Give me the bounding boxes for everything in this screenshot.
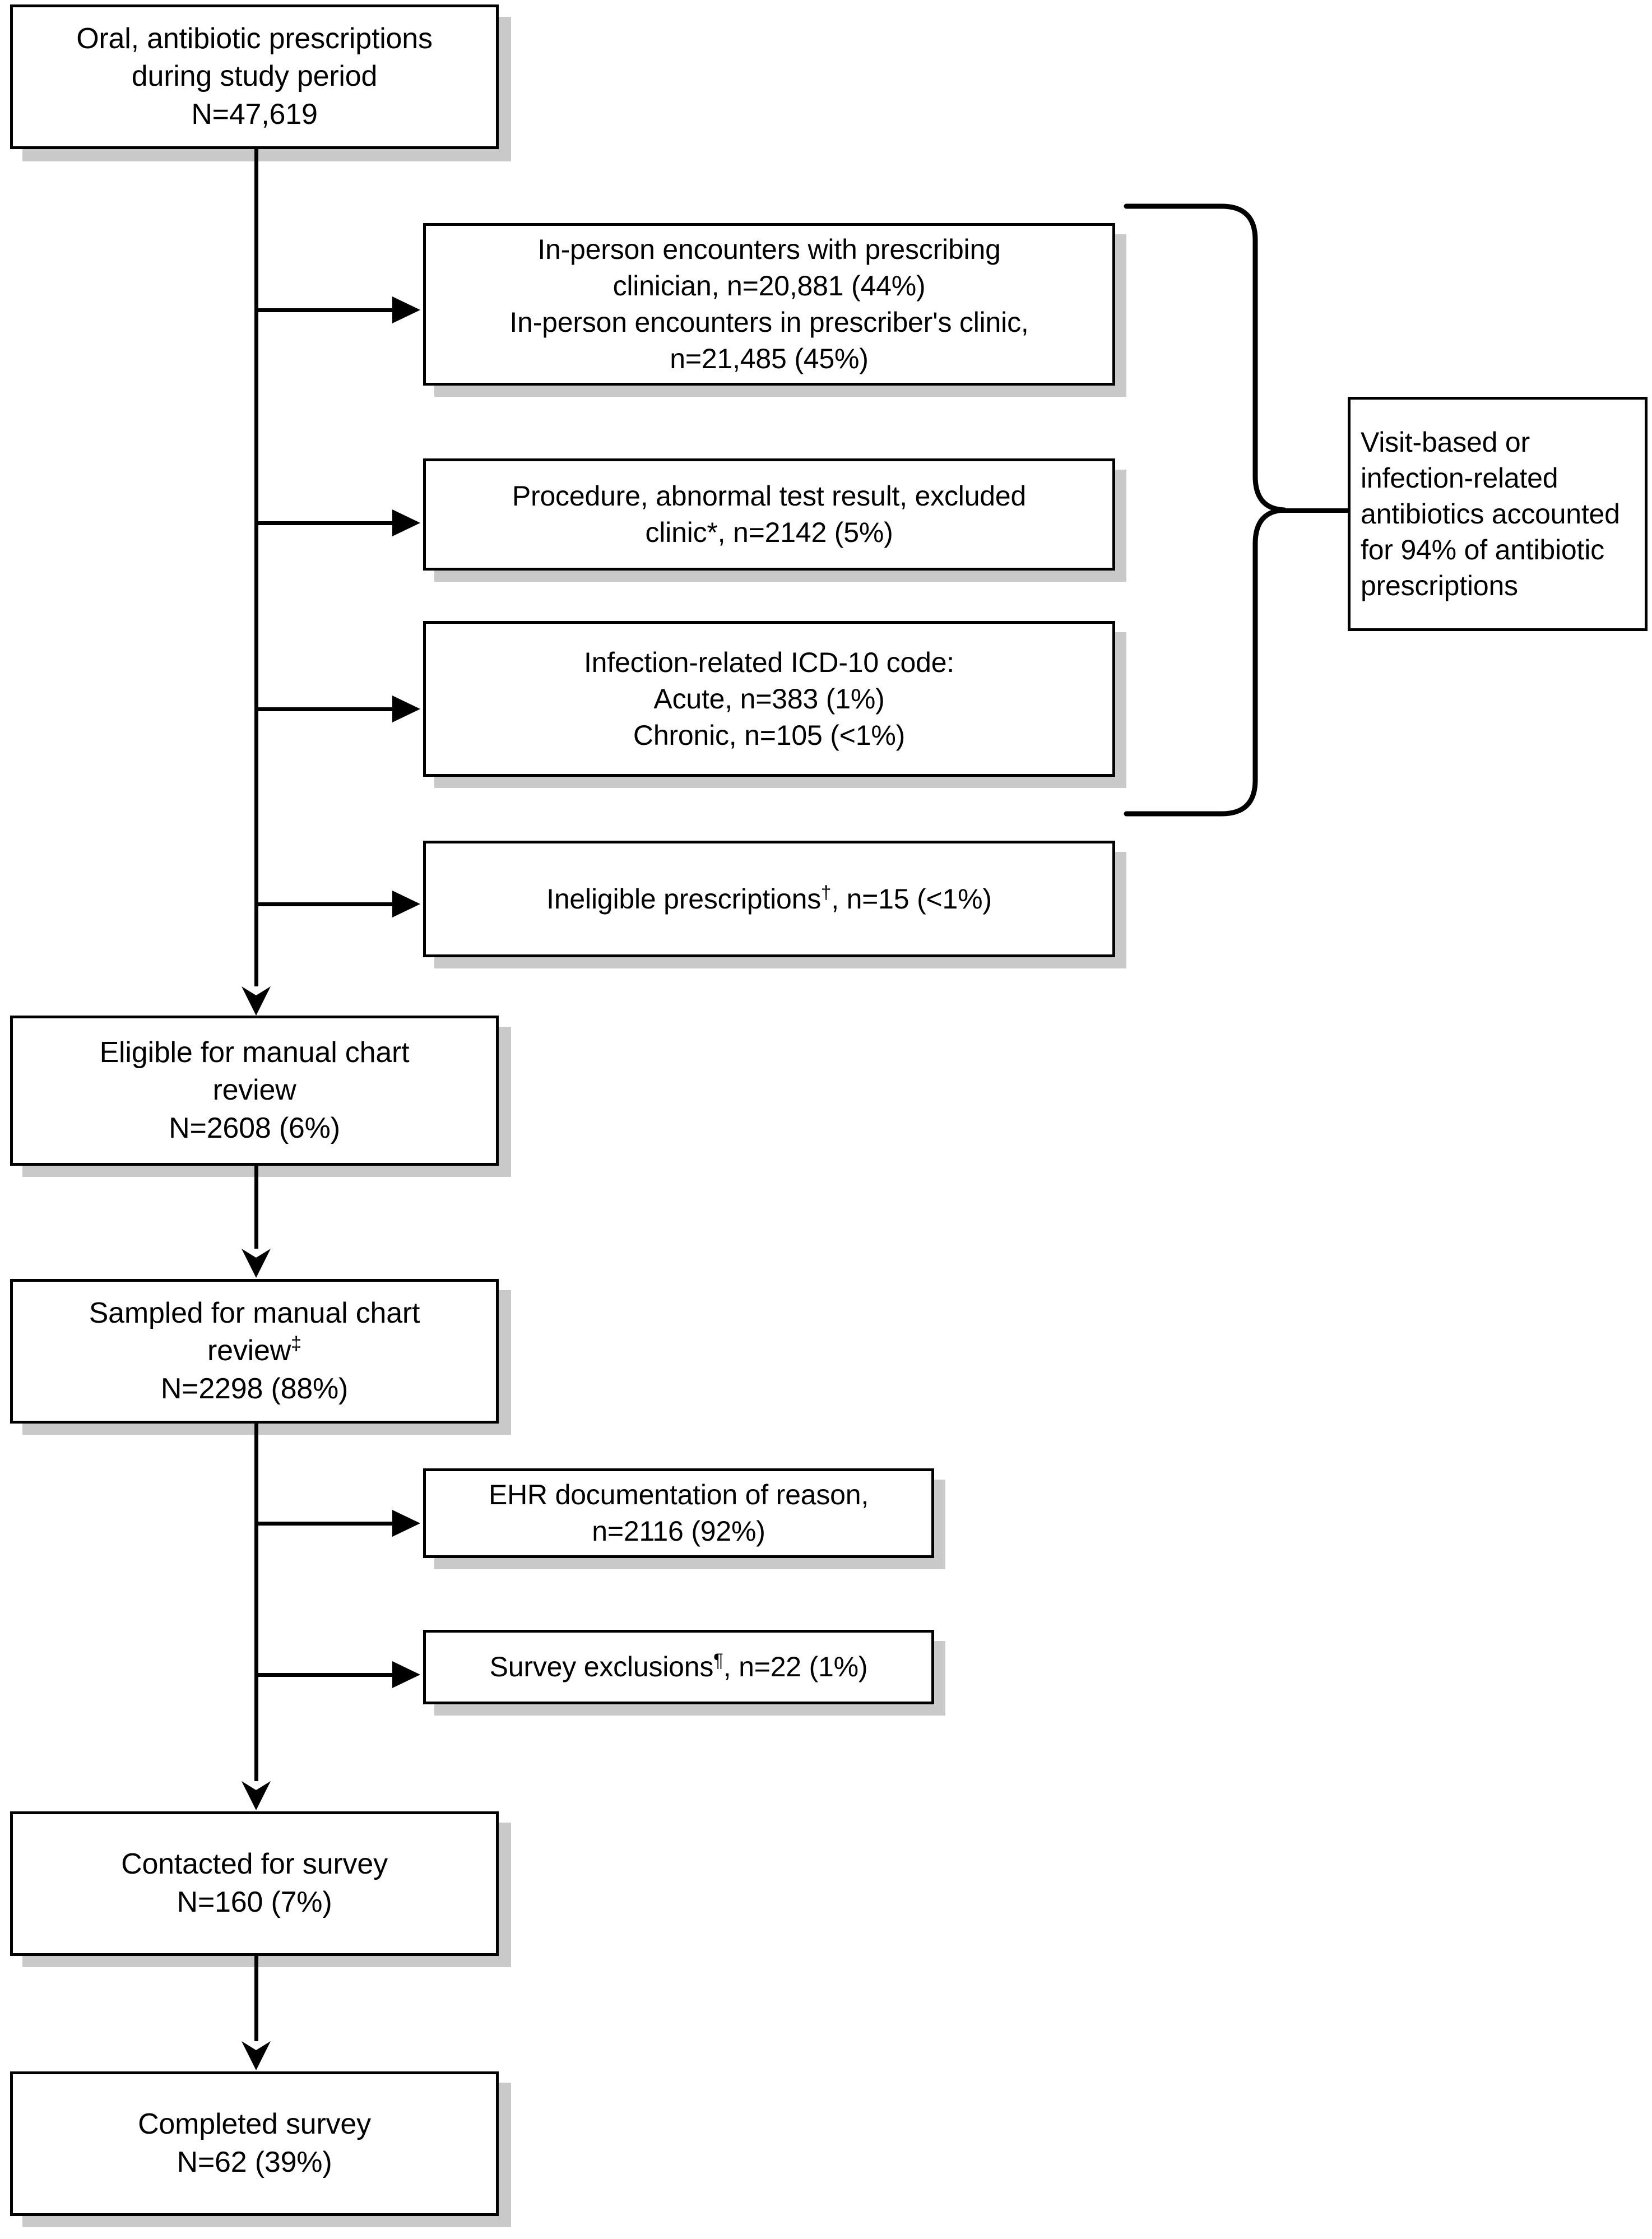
exclusion-2-line-2: clinic*, n=2142 (5%) (645, 517, 893, 548)
annotation-line-2: infection-related (1361, 462, 1558, 494)
branch-line-exclusion-4 (254, 902, 395, 906)
exclusion-1-line-2: clinician, n=20,881 (44%) (612, 270, 926, 302)
arrowhead-exclusion-6 (392, 1661, 420, 1688)
exclusion-2-line-1: Procedure, abnormal test result, exclude… (512, 480, 1027, 512)
spine-eligible-to-sampled (254, 1166, 258, 1253)
sampled-footnote-marker: ‡ (291, 1333, 301, 1355)
eligible-line-3: N=2608 (6%) (169, 1111, 340, 1144)
exclusion-4-count: , n=15 (<1%) (831, 883, 992, 915)
node-source: Oral, antibiotic prescriptions during st… (10, 4, 499, 149)
contacted-line-1: Contacted for survey (121, 1848, 388, 1881)
source-line-3: N=47,619 (191, 98, 318, 131)
arrowhead-exclusion-5 (392, 1510, 420, 1537)
exclusion-6-footnote-marker: ¶ (713, 1649, 723, 1671)
sampled-line-1: Sampled for manual chart (89, 1296, 420, 1329)
arrowhead-exclusion-1 (392, 296, 420, 323)
grouping-brace (1124, 203, 1287, 817)
completed-line-1: Completed survey (138, 2108, 371, 2141)
eligible-line-2: review (212, 1074, 296, 1107)
node-exclusion-3: Infection-related ICD-10 code: Acute, n=… (423, 621, 1115, 777)
exclusion-6-label: Survey exclusions (489, 1651, 714, 1682)
arrowhead-exclusion-2 (392, 509, 420, 536)
eligible-line-1: Eligible for manual chart (99, 1036, 410, 1069)
spine-contacted-to-completed (254, 1956, 258, 2046)
exclusion-1-line-3: In-person encounters in prescriber's cli… (509, 307, 1029, 338)
node-exclusion-1: In-person encounters with prescribing cl… (423, 223, 1115, 386)
node-contacted: Contacted for survey N=160 (7%) (10, 1811, 499, 1956)
node-completed: Completed survey N=62 (39%) (10, 2071, 499, 2216)
node-exclusion-5: EHR documentation of reason, n=2116 (92%… (423, 1468, 934, 1558)
exclusion-4-footnote-marker: † (821, 881, 832, 902)
annotation-line-3: antibiotics accounted (1361, 498, 1620, 530)
node-eligible: Eligible for manual chart review N=2608 … (10, 1016, 499, 1166)
arrowhead-to-contacted (242, 1781, 271, 1810)
exclusion-4-label: Ineligible prescriptions (546, 883, 822, 915)
sampled-line-3: N=2298 (88%) (160, 1372, 349, 1405)
arrowhead-to-completed (242, 2041, 271, 2070)
annotation-line-1: Visit-based or (1361, 427, 1530, 458)
branch-line-exclusion-2 (254, 521, 395, 525)
exclusion-3-line-3: Chronic, n=105 (<1%) (633, 719, 906, 751)
arrowhead-exclusion-4 (392, 891, 420, 917)
arrowhead-to-sampled (242, 1249, 271, 1278)
annotation-line-5: prescriptions (1361, 570, 1518, 601)
brace-to-annotation-connector (1280, 508, 1353, 513)
node-annotation: Visit-based or infection-related antibio… (1348, 397, 1648, 631)
node-exclusion-4: Ineligible prescriptions†, n=15 (<1%) (423, 841, 1115, 957)
branch-line-exclusion-3 (254, 707, 395, 711)
spine-source-to-eligible (254, 149, 258, 990)
contacted-line-2: N=160 (7%) (177, 1886, 332, 1918)
node-sampled: Sampled for manual chart review‡ N=2298 … (10, 1279, 499, 1424)
node-exclusion-6: Survey exclusions¶, n=22 (1%) (423, 1630, 934, 1704)
exclusion-5-line-2: n=2116 (92%) (592, 1515, 765, 1547)
source-line-2: during study period (131, 60, 378, 93)
completed-line-2: N=62 (39%) (177, 2146, 332, 2178)
exclusion-6-count: , n=22 (1%) (723, 1651, 868, 1682)
arrowhead-exclusion-3 (392, 696, 420, 722)
exclusion-3-line-2: Acute, n=383 (1%) (653, 683, 885, 715)
annotation-line-4: for 94% of antibiotic (1361, 534, 1604, 565)
arrowhead-to-eligible (242, 986, 271, 1016)
exclusion-3-line-1: Infection-related ICD-10 code: (583, 646, 955, 678)
exclusion-1-line-1: In-person encounters with prescribing (537, 234, 1001, 265)
sampled-line-2: review (207, 1334, 291, 1367)
exclusion-1-line-4: n=21,485 (45%) (670, 343, 869, 374)
source-line-1: Oral, antibiotic prescriptions (76, 22, 433, 55)
exclusion-5-line-1: EHR documentation of reason, (488, 1479, 869, 1510)
branch-line-exclusion-1 (254, 308, 395, 312)
branch-line-exclusion-6 (254, 1673, 395, 1677)
node-exclusion-2: Procedure, abnormal test result, exclude… (423, 458, 1115, 571)
branch-line-exclusion-5 (254, 1522, 395, 1526)
spine-sampled-to-contacted (254, 1424, 258, 1785)
